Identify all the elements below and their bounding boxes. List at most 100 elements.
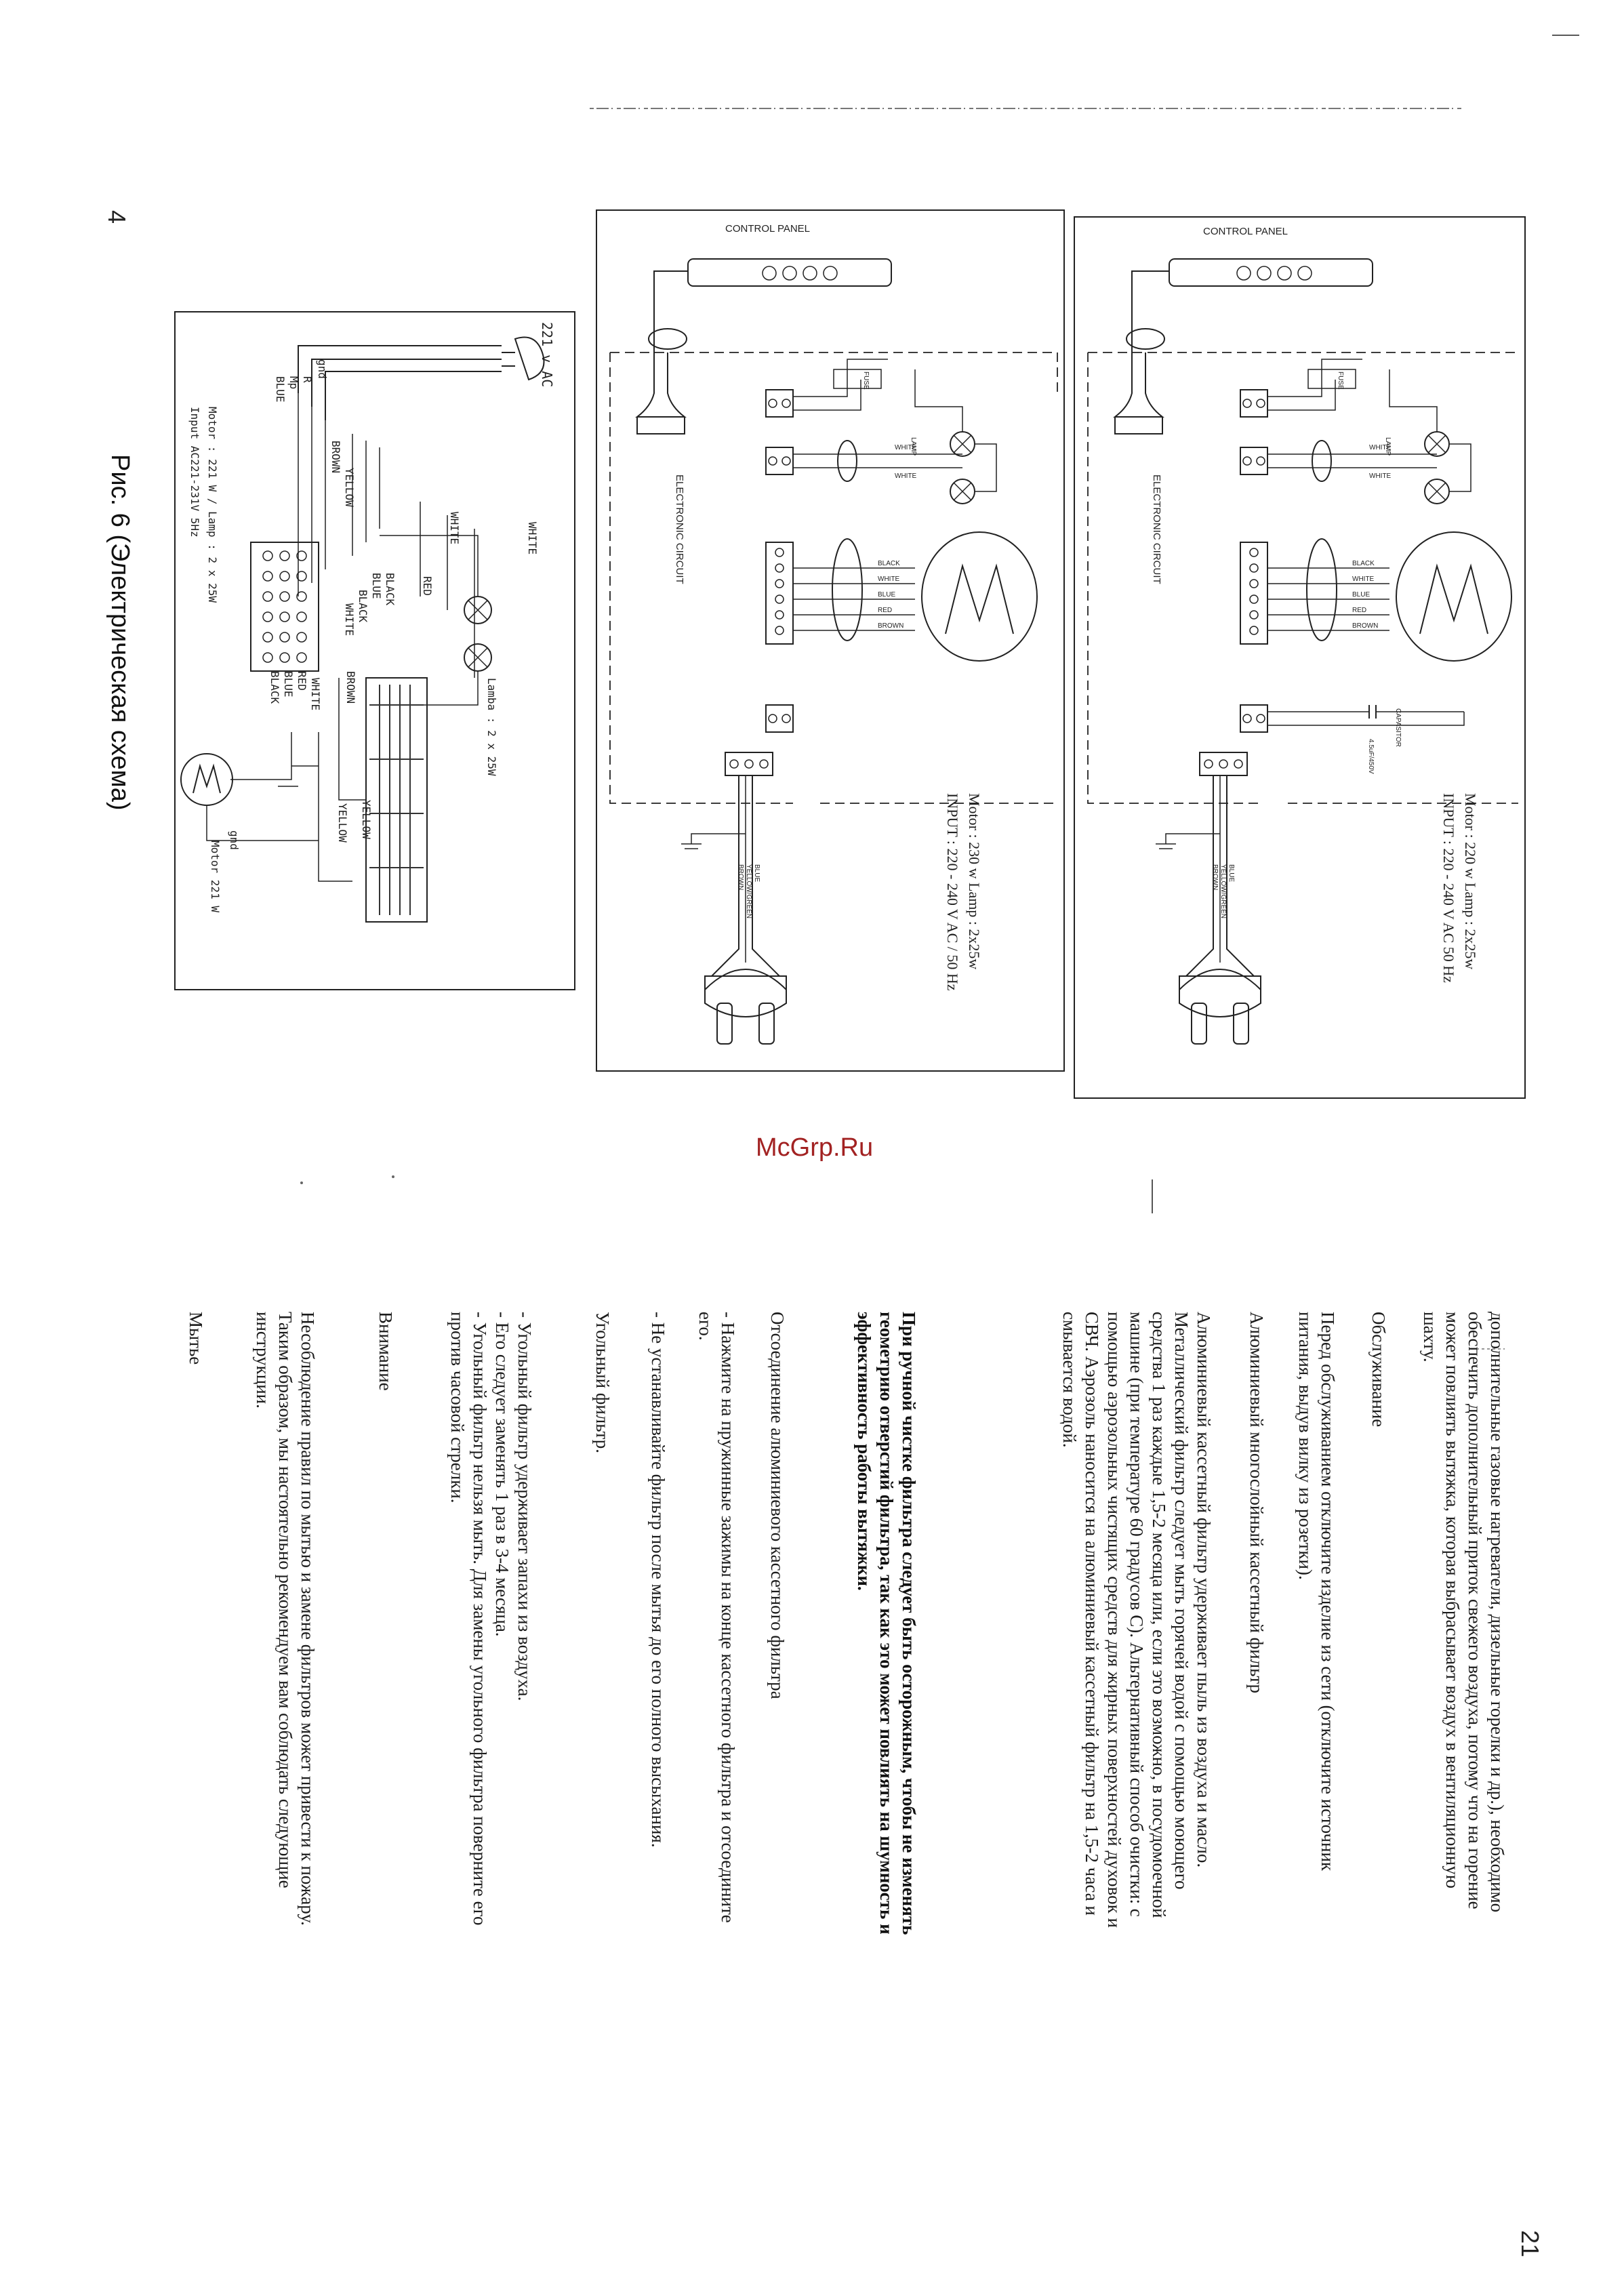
left-page-number: 4 bbox=[103, 210, 131, 224]
svg-text:помощью аэрозольных чистящих с: помощью аэрозольных чистящих средств для… bbox=[1104, 1312, 1124, 1928]
svg-text:YELLOW: YELLOW bbox=[336, 803, 349, 843]
svg-text:BLUE: BLUE bbox=[1227, 864, 1235, 882]
svg-text:геометрию отверстий фильтра, т: геометрию отверстий фильтра, так как это… bbox=[876, 1312, 897, 1935]
svg-text:Input AC221-231V 5Hz: Input AC221-231V 5Hz bbox=[188, 407, 201, 538]
scan-marks bbox=[300, 35, 1579, 1350]
svg-text:машине (при температуре 60 гра: машине (при температуре 60 градусов С). … bbox=[1126, 1312, 1147, 1917]
svg-text:Алюминиевый кассетный фильтр у: Алюминиевый кассетный фильтр удерживает … bbox=[1194, 1312, 1214, 1867]
svg-text:WHITE: WHITE bbox=[1369, 472, 1392, 480]
svg-text:WHITE: WHITE bbox=[895, 472, 917, 480]
svg-text:BLUE: BLUE bbox=[878, 591, 895, 599]
svg-text:CAPASITOR: CAPASITOR bbox=[1394, 708, 1402, 747]
svg-text:BLACK: BLACK bbox=[384, 573, 397, 606]
svg-text:может повлиять вытяжка, котора: может повлиять вытяжка, которая выбрасыв… bbox=[1442, 1312, 1463, 1888]
svg-text:4: 4 bbox=[103, 210, 131, 224]
svg-text:LAMP: LAMP bbox=[910, 437, 917, 456]
control-panel-label: CONTROL PANEL bbox=[725, 223, 810, 235]
svg-text:gnd: gnd bbox=[316, 359, 329, 379]
svg-text:ELECTRONIC CIRCUIT: ELECTRONIC CIRCUIT bbox=[1151, 474, 1162, 584]
svg-text:смывается водой.: смывается водой. bbox=[1059, 1312, 1080, 1448]
svg-text:RED: RED bbox=[878, 607, 892, 614]
svg-text:BLACK: BLACK bbox=[1352, 560, 1375, 567]
svg-text:- Угольный фильтр нельзя мыть.: - Угольный фильтр нельзя мыть. Для замен… bbox=[470, 1312, 490, 1926]
svg-text:- Не устанавливайте фильтр пос: - Не устанавливайте фильтр после мытья д… bbox=[648, 1312, 668, 1848]
svg-text:дополнительные газовые нагрева: дополнительные газовые нагреватели, дизе… bbox=[1487, 1312, 1507, 1912]
svg-text:СВЧ. Аэрозоль наносится на алю: СВЧ. Аэрозоль наносится на алюминиевый к… bbox=[1082, 1312, 1102, 1916]
svg-text:шахту.: шахту. bbox=[1420, 1312, 1440, 1362]
warning-block: При ручной чистке фильтра следует быть о… bbox=[899, 1312, 919, 1935]
svg-text:WHITE: WHITE bbox=[1369, 444, 1392, 451]
svg-text:gnd: gnd bbox=[228, 830, 241, 850]
svg-text:WHITE: WHITE bbox=[526, 522, 539, 554]
svg-text:BROWN: BROWN bbox=[1352, 622, 1378, 630]
svg-text:R: R bbox=[301, 376, 314, 383]
svg-text:обеспечить дополнительный прит: обеспечить дополнительный приток свежего… bbox=[1465, 1312, 1485, 1910]
svg-text:WHITE: WHITE bbox=[1352, 575, 1375, 583]
svg-text:WHITE: WHITE bbox=[309, 678, 322, 710]
svg-text:FUSE: FUSE bbox=[1337, 371, 1344, 390]
svg-text:BLACK: BLACK bbox=[878, 560, 900, 567]
svg-text:средства 1 раз каждые 1,5-2 ме: средства 1 раз каждые 1,5-2 месяца или, … bbox=[1149, 1312, 1169, 1918]
svg-text:Motor : 220 w Lamp : 2x25w: Motor : 220 w Lamp : 2x25w bbox=[1462, 793, 1479, 969]
svg-text:ELECTRONIC CIRCUIT: ELECTRONIC CIRCUIT bbox=[674, 474, 685, 584]
svg-text:Таким образом, мы настоятельно: Таким образом, мы настоятельно рекоменду… bbox=[275, 1312, 296, 1888]
svg-text:INPUT : 220 - 240 V AC / 50 H: INPUT : 220 - 240 V AC / 50 Hz bbox=[944, 793, 961, 991]
svg-text:против часовой стрелки.: против часовой стрелки. bbox=[447, 1312, 468, 1503]
schematic-a: CONTROL PANEL ELECTRONIC CIRCUIT FUSE LA… bbox=[596, 209, 1065, 1072]
svg-text:BLACK: BLACK bbox=[268, 671, 281, 704]
svg-text:RED: RED bbox=[421, 576, 434, 596]
svg-text:BROWN: BROWN bbox=[737, 864, 744, 890]
svg-text:Перед обслуживанием отключите: Перед обслуживанием отключите изделие из… bbox=[1318, 1312, 1338, 1872]
svg-text:YELLOW/GREEN: YELLOW/GREEN bbox=[1219, 864, 1227, 918]
svg-text:его.: его. bbox=[695, 1312, 716, 1341]
figure-caption: Рис. 6 (Электрическая схема) bbox=[106, 454, 134, 811]
svg-text:WHITE: WHITE bbox=[878, 575, 900, 583]
svg-text:Motor : 230 w Lamp : 2x25w: Motor : 230 w Lamp : 2x25w bbox=[966, 793, 983, 969]
body-text: дополнительные газовые нагреватели, дизе… bbox=[186, 1312, 1507, 1935]
heading-service: Обслуживание bbox=[1368, 1312, 1389, 1427]
svg-text:WHITE: WHITE bbox=[343, 603, 356, 636]
svg-text:LAMP: LAMP bbox=[1384, 437, 1392, 456]
heading-wash: Мытье bbox=[186, 1312, 206, 1365]
svg-text:эффективность работы вытяжки.: эффективность работы вытяжки. bbox=[854, 1312, 874, 1591]
svg-text:Motor : 221 W / Lamp : 2 x 25W: Motor : 221 W / Lamp : 2 x 25W bbox=[206, 407, 219, 603]
svg-text:Mp: Mp bbox=[287, 376, 300, 389]
schematic-b: CONTROL PANEL ELECTRONIC CIRCUIT FUSE LA… bbox=[1074, 216, 1526, 1099]
svg-text:BROWN: BROWN bbox=[1211, 864, 1219, 890]
svg-text:- Его следует заменять 1 раз в: - Его следует заменять 1 раз в 3-4 месяц… bbox=[492, 1312, 512, 1637]
svg-text:YELLOW: YELLOW bbox=[343, 468, 356, 507]
svg-text:питания, выдув вилку из розетк: питания, выдув вилку из розетки). bbox=[1295, 1312, 1316, 1580]
svg-text:FUSE: FUSE bbox=[862, 371, 870, 390]
svg-text:BLUE: BLUE bbox=[1352, 591, 1370, 599]
svg-text:WHITE: WHITE bbox=[895, 444, 917, 451]
svg-text:Внимание: Внимание bbox=[375, 1312, 396, 1391]
svg-text:21: 21 bbox=[1516, 2230, 1544, 2257]
watermark: McGrp.Ru bbox=[756, 1133, 873, 1162]
svg-text:Lamba : 2 x 25W: Lamba : 2 x 25W bbox=[485, 678, 498, 776]
svg-text:Рис. 6 (Электрическая схема): Рис. 6 (Электрическая схема) bbox=[106, 454, 134, 811]
page-number: 21 bbox=[1516, 2230, 1544, 2257]
svg-text:Несоблюдение правил по мытью и: Несоблюдение правил по мытью и замене фи… bbox=[298, 1312, 318, 1926]
svg-text:BLUE: BLUE bbox=[370, 573, 383, 599]
svg-text:Алюминиевый многослойный кассе: Алюминиевый многослойный кассетный фильт… bbox=[1246, 1312, 1267, 1693]
svg-text:- Нажмите на пружинные зажимы: - Нажмите на пружинные зажимы на конце к… bbox=[718, 1312, 738, 1923]
svg-text:инструкции.: инструкции. bbox=[253, 1312, 273, 1409]
svg-text:BROWN: BROWN bbox=[329, 441, 342, 473]
svg-text:BLUE: BLUE bbox=[274, 376, 287, 403]
svg-text:BROWN: BROWN bbox=[878, 622, 904, 630]
svg-text:4.5uF/450V: 4.5uF/450V bbox=[1367, 739, 1375, 774]
heading-attention: Внимание bbox=[375, 1312, 396, 1391]
schematic-small: 221 v AC gnd R Mp BLUE YELLOW BROWN WHIT… bbox=[174, 311, 575, 990]
svg-text:BLUE: BLUE bbox=[753, 864, 760, 882]
svg-text:WHITE: WHITE bbox=[448, 512, 461, 544]
svg-text:BLACK: BLACK bbox=[357, 590, 369, 623]
svg-text:BROWN: BROWN bbox=[344, 671, 357, 704]
svg-text:221 v AC: 221 v AC bbox=[539, 322, 555, 387]
svg-text:Отсоединение алюминиевого касс: Отсоединение алюминиевого кассетного фил… bbox=[767, 1312, 788, 1699]
heading-alu-filter: Алюминиевый многослойный кассетный фильт… bbox=[1246, 1312, 1267, 1693]
svg-text:BLUE: BLUE bbox=[282, 671, 295, 698]
svg-text:RED: RED bbox=[296, 671, 308, 691]
svg-text:Обслуживание: Обслуживание bbox=[1368, 1312, 1389, 1427]
svg-text:RED: RED bbox=[1352, 607, 1366, 614]
svg-text:YELLOW: YELLOW bbox=[360, 800, 373, 839]
